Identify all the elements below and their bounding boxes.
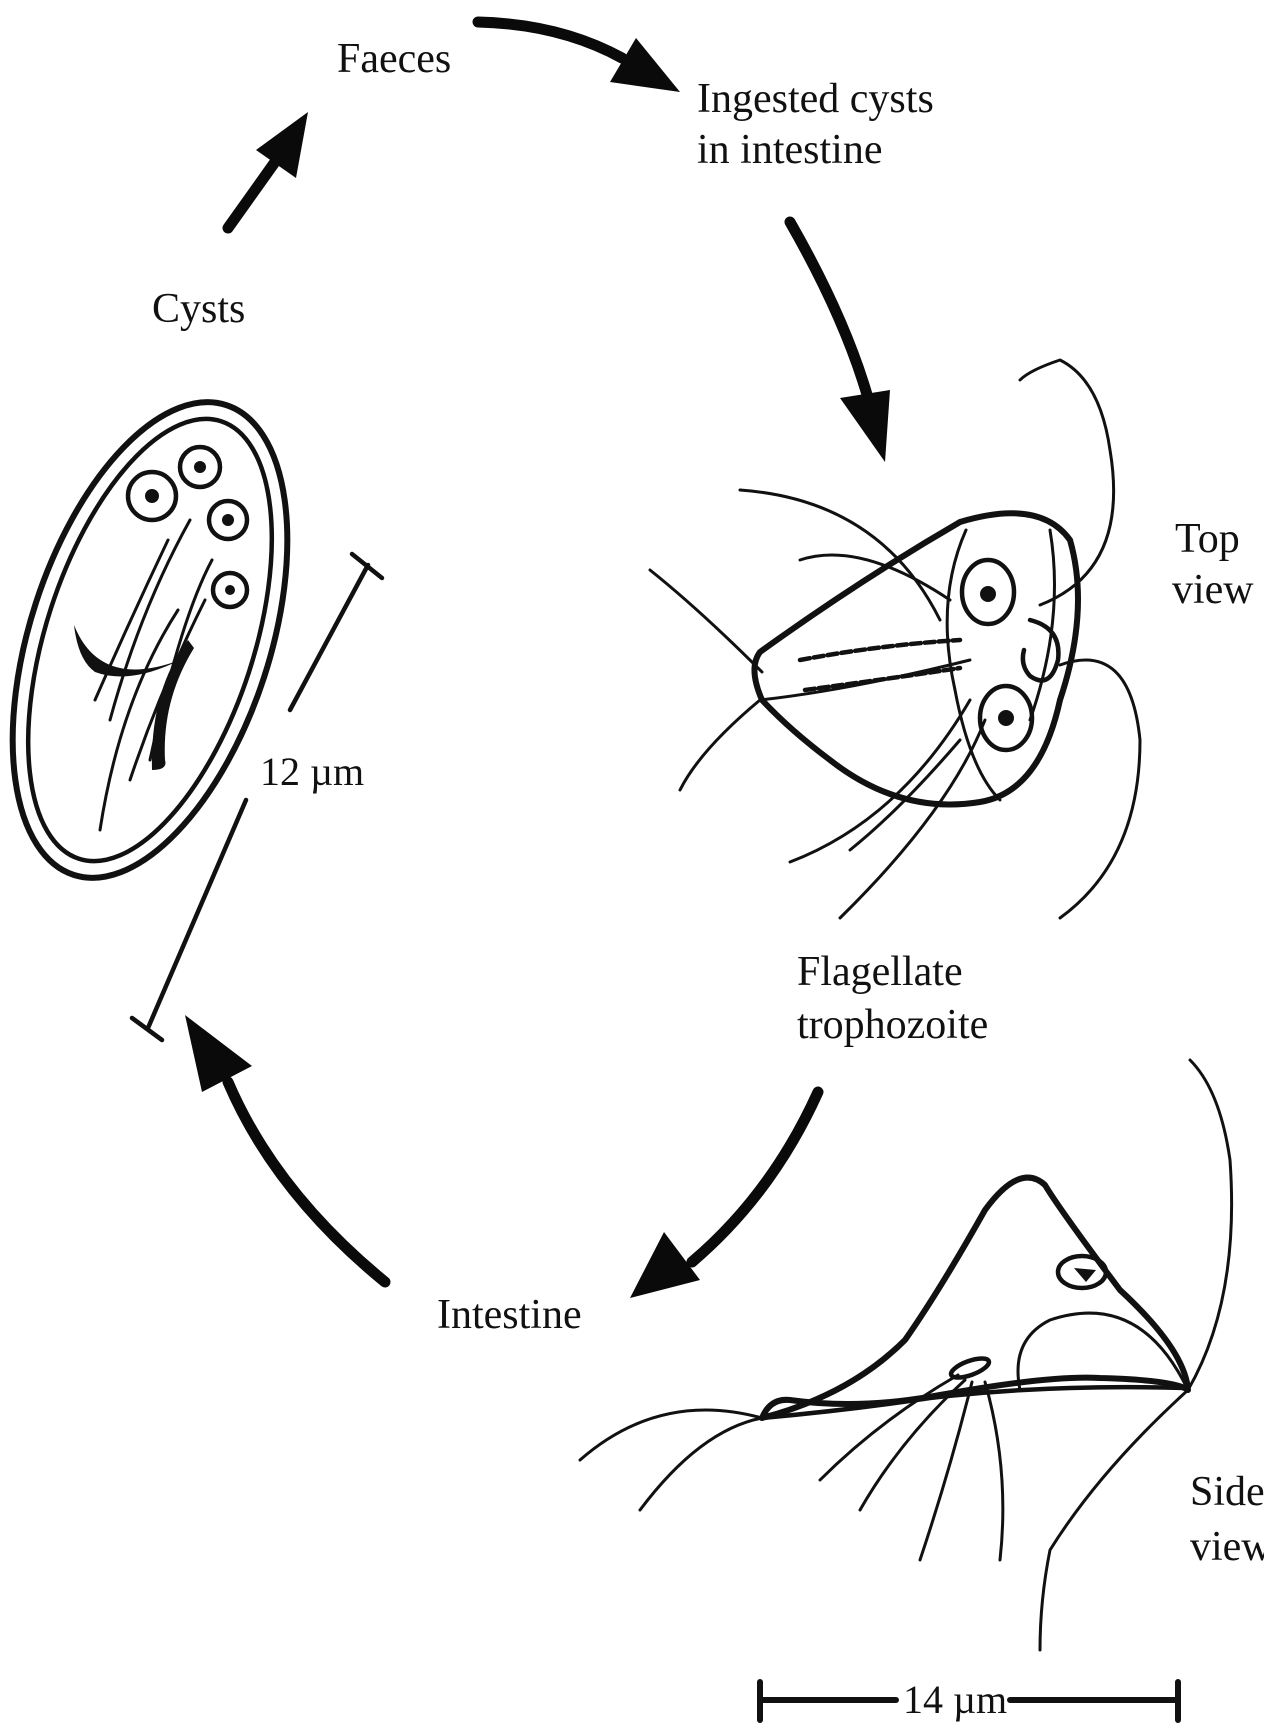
cyst-nucleus [128,472,176,520]
arrow-ingested-to-trophozoite [790,222,890,462]
arrow-trophozoite-to-intestine [630,1092,818,1298]
cyst-illustration [0,368,340,912]
label-intestine: Intestine [437,1292,582,1338]
side-view-nucleus [1058,1256,1106,1288]
label-side-view-line1: Side [1190,1469,1264,1515]
label-flagellate-line2: trophozoite [797,1002,988,1048]
arrow-intestine-to-cysts [185,1015,385,1282]
label-cysts: Cysts [152,286,245,332]
label-top-view-line2: view [1172,567,1254,613]
trophozoite-nucleus [980,686,1032,750]
cyst-nucleus [180,447,220,487]
arrow-faeces-to-ingested [478,22,680,92]
label-ingested-cysts-line1: Ingested cysts [697,76,934,122]
label-flagellate-line1: Flagellate [797,949,963,995]
label-side-view-line2: view [1190,1524,1264,1570]
label-ingested-cysts-line2: in intestine [697,127,882,173]
scale-bar-trophozoite-label: 14 µm [903,1677,1007,1722]
trophozoite-top-view [650,360,1140,918]
scale-bar-cyst: 12 µm [132,554,382,1040]
cyst-nucleus [209,501,247,539]
cyst-nucleus [213,573,247,607]
label-faeces: Faeces [337,36,451,82]
trophozoite-side-view [580,1060,1232,1650]
scale-bar-cyst-label: 12 µm [260,749,364,794]
arrow-cysts-to-faeces [228,112,308,228]
label-top-view-line1: Top [1175,516,1240,562]
trophozoite-nucleus [962,560,1014,624]
scale-bar-trophozoite: 14 µm [760,1677,1178,1722]
